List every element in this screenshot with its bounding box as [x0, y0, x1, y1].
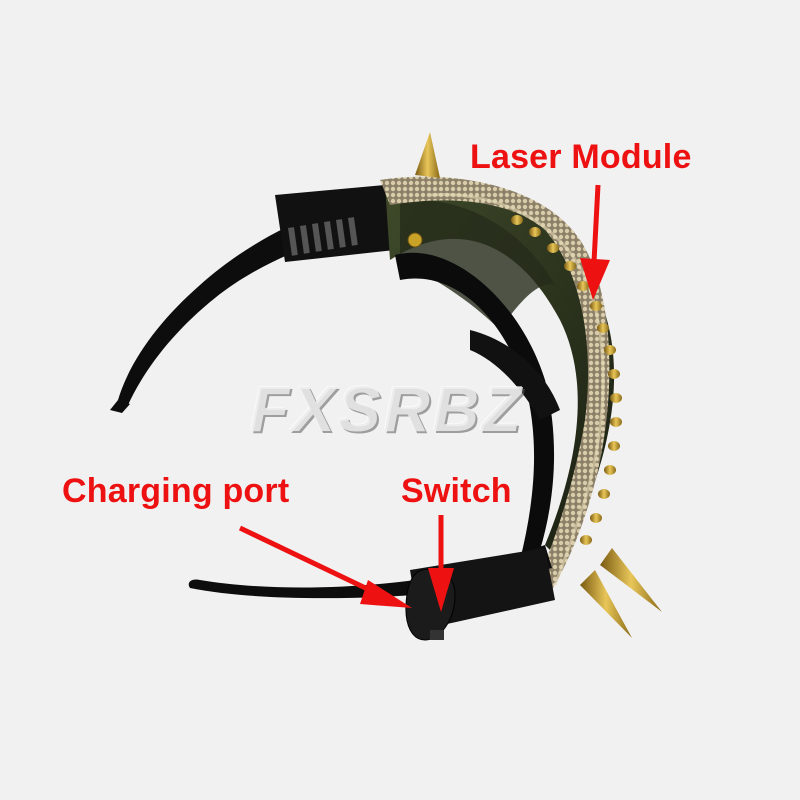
hinge-vent [288, 217, 358, 256]
arrow-charging-head [360, 580, 412, 608]
bottom-spike-2 [600, 548, 662, 612]
bottom-spike-1 [580, 570, 632, 638]
watermark-text: FXSRBZ [250, 373, 524, 445]
top-spike [415, 132, 440, 178]
arrows [238, 184, 610, 612]
laser-module-label: Laser Module [470, 138, 692, 176]
arrow-charging-shaft [238, 525, 380, 597]
screw [407, 232, 423, 248]
arrow-laser-shaft [591, 184, 601, 263]
charging-port-label: Charging port [62, 472, 290, 510]
arrow-laser-head [580, 258, 610, 300]
arrow-switch-head [428, 568, 454, 612]
shield-lens [385, 183, 615, 560]
switch-label: Switch [401, 472, 512, 510]
gold-studs [511, 215, 622, 545]
